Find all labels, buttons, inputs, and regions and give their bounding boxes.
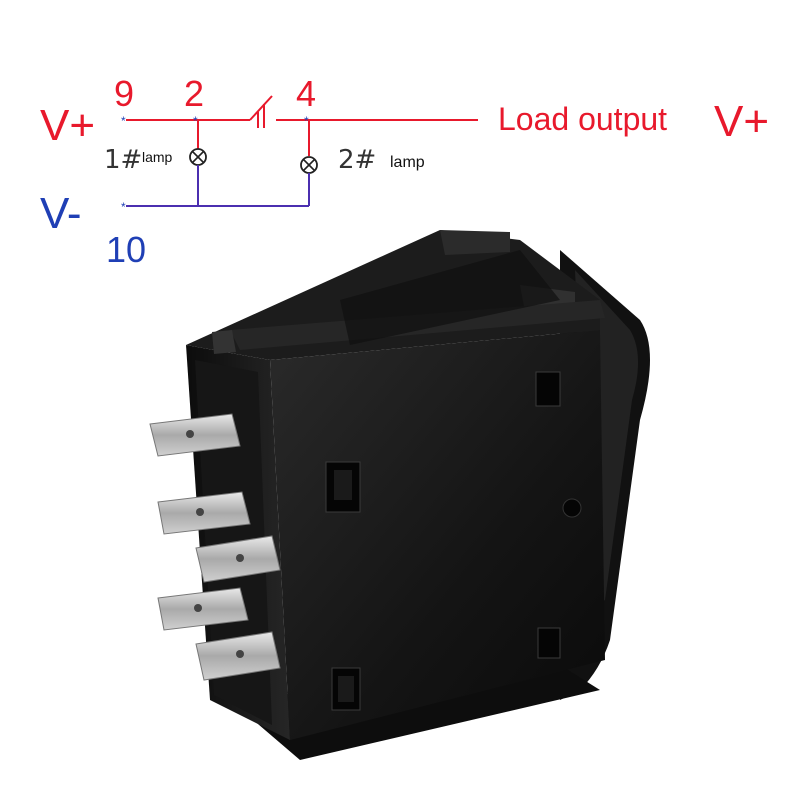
lamp-2-label: lamp <box>390 154 425 171</box>
pin-2-label: 2 <box>184 73 204 114</box>
svg-text:*: * <box>193 114 198 128</box>
lamp-1-number: 1# <box>104 145 142 175</box>
lamp-icon <box>189 148 207 166</box>
negative-rail-label: V- <box>40 189 82 238</box>
svg-text:*: * <box>121 114 126 128</box>
terminal-pins <box>149 413 281 681</box>
lamp-icon <box>300 156 318 174</box>
pin-9-label: 9 <box>114 73 134 114</box>
load-output-label: Load output <box>498 101 667 137</box>
svg-text:*: * <box>121 200 126 214</box>
pin-4-label: 4 <box>296 73 316 114</box>
wiring-diagram: * * * * V+ V- 9 2 4 10 1# lamp 2# lamp L… <box>40 73 769 270</box>
svg-text:*: * <box>304 114 309 128</box>
pin-10-label: 10 <box>106 229 146 270</box>
rocker-switch-photo <box>149 230 650 760</box>
switch-contact-icon <box>249 95 273 128</box>
lamp-2-number: 2# <box>338 145 376 175</box>
lamp-1-label: lamp <box>142 149 173 165</box>
load-output-rail: V+ <box>714 97 769 146</box>
positive-rail-label: V+ <box>40 101 95 150</box>
